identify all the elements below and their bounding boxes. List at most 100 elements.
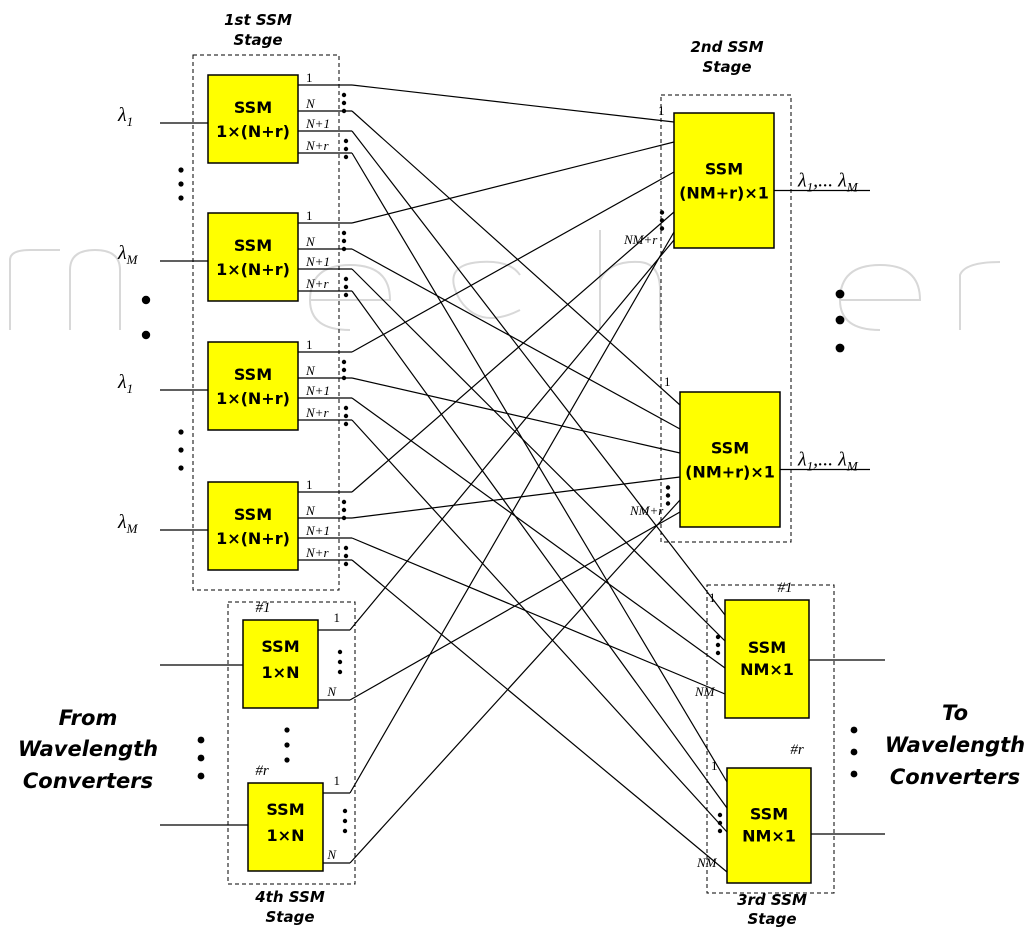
input-lambda-sub: M bbox=[126, 521, 139, 536]
dot bbox=[284, 742, 290, 748]
stage1-module-1 bbox=[207, 74, 299, 164]
stage3-module-tag: #r bbox=[790, 742, 804, 758]
port-ellipsis-dot bbox=[342, 828, 348, 834]
dot bbox=[178, 167, 184, 173]
stage1-module-size: 1×(N+r) bbox=[216, 529, 290, 548]
port-ellipsis-dot bbox=[337, 649, 343, 655]
stage3-module-2 bbox=[726, 767, 812, 884]
stage4-title: 4th SSM bbox=[254, 888, 325, 906]
wire bbox=[349, 511, 681, 701]
wire bbox=[351, 476, 681, 519]
stage3-port-label: NM bbox=[696, 855, 718, 870]
wire bbox=[351, 397, 726, 669]
output-lambda-sub: 1 bbox=[807, 459, 814, 474]
stage4-module-label: SSM bbox=[261, 637, 299, 656]
stage4-module-size: 1×N bbox=[262, 663, 300, 682]
dot bbox=[197, 754, 205, 762]
watermark-stroke bbox=[452, 260, 521, 319]
watermark-stroke bbox=[838, 263, 922, 331]
dot bbox=[178, 181, 184, 187]
port-ellipsis-dot bbox=[717, 820, 723, 826]
stage1-module-label: SSM bbox=[234, 98, 272, 117]
port-ellipsis-dot bbox=[665, 485, 671, 490]
port-ellipsis-dot bbox=[343, 154, 349, 160]
watermark bbox=[9, 230, 1001, 331]
watermark-stroke bbox=[959, 261, 1001, 330]
port-ellipsis-dot bbox=[343, 146, 349, 152]
output-lambda: λ bbox=[837, 170, 847, 192]
input-lambda-sub: M bbox=[126, 252, 139, 267]
port-ellipsis-dot bbox=[341, 238, 347, 244]
stage4-port-label: N bbox=[326, 684, 337, 699]
stage-boundaries bbox=[192, 54, 835, 894]
stage2-port-label: NM+r bbox=[629, 503, 664, 518]
port-ellipsis-dot bbox=[341, 92, 347, 98]
wire bbox=[351, 211, 675, 493]
port-ellipsis-dot bbox=[343, 284, 349, 290]
dot bbox=[284, 757, 290, 763]
wire bbox=[351, 290, 728, 809]
port-ellipsis-dot bbox=[659, 210, 665, 215]
dot bbox=[141, 330, 151, 340]
stage1-module-label: SSM bbox=[234, 365, 272, 384]
input-lambda-sub: 1 bbox=[127, 381, 134, 396]
stage1-module-size: 1×(N+r) bbox=[216, 260, 290, 279]
port-ellipsis-dot bbox=[717, 812, 723, 818]
output-lambda-sub: M bbox=[846, 180, 859, 195]
wire bbox=[349, 231, 675, 794]
wire bbox=[351, 130, 726, 616]
stage1-module-label: SSM bbox=[234, 236, 272, 255]
port-ellipsis-dot bbox=[341, 359, 347, 365]
port-ellipsis-dot bbox=[343, 553, 349, 559]
stage2-output-label: λ1,... λM bbox=[797, 449, 859, 474]
stage4-port-label: 1 bbox=[334, 773, 341, 788]
stage3-title: Stage bbox=[747, 910, 796, 928]
stage1-port-label: N+1 bbox=[305, 116, 330, 131]
wire bbox=[351, 141, 675, 224]
stage3-port-label: 1 bbox=[711, 758, 718, 773]
stage4-module-tag: #1 bbox=[256, 600, 271, 616]
dot bbox=[141, 295, 151, 305]
dot bbox=[850, 748, 858, 756]
port-ellipsis-dot bbox=[343, 545, 349, 551]
stage2-output-label: λ1,... λM bbox=[797, 170, 859, 195]
wire bbox=[351, 84, 675, 123]
port-ellipsis-dot bbox=[342, 808, 348, 814]
wire bbox=[351, 152, 728, 783]
stage3-port-label: NM bbox=[694, 684, 716, 699]
stage1-port-label: 1 bbox=[306, 70, 313, 85]
stage1-module-4 bbox=[207, 481, 299, 571]
stage1-title: Stage bbox=[233, 31, 282, 49]
wire bbox=[351, 537, 726, 695]
stage3-boundary bbox=[706, 584, 835, 894]
stage1-port-label: N bbox=[305, 363, 316, 378]
output-lambda-sub: M bbox=[846, 459, 859, 474]
port-ellipsis-dot bbox=[659, 218, 665, 223]
stage4-module-2 bbox=[247, 782, 324, 872]
stage4-port-label: 1 bbox=[334, 610, 341, 625]
stage2-title: 2nd SSM bbox=[690, 38, 763, 56]
port-ellipsis-dot bbox=[341, 367, 347, 373]
stage3-title: 3rd SSM bbox=[737, 891, 807, 909]
port-ellipsis-dot bbox=[341, 230, 347, 236]
ellipsis-dots bbox=[141, 92, 858, 834]
stage1-port-label: N+1 bbox=[305, 254, 330, 269]
stage1-port-label: N+r bbox=[305, 405, 329, 420]
stage1-title: 1st SSM bbox=[224, 11, 292, 29]
port-ellipsis-dot bbox=[343, 421, 349, 427]
watermark-stroke bbox=[69, 248, 121, 330]
stage2-boundary bbox=[660, 94, 792, 543]
stage3-module-label: SSM bbox=[750, 805, 788, 824]
port-ellipsis-dot bbox=[343, 413, 349, 419]
stage3-port-label: 1 bbox=[709, 590, 716, 605]
port-ellipsis-dot bbox=[341, 108, 347, 114]
port-ellipsis-dot bbox=[343, 405, 349, 411]
output-sep: ,... bbox=[813, 449, 838, 471]
wire bbox=[351, 268, 726, 642]
stage1-port-label: N+r bbox=[305, 545, 329, 560]
stage1-module-2 bbox=[207, 212, 299, 302]
port-ellipsis-dot bbox=[715, 650, 721, 656]
stage2-module-1 bbox=[673, 112, 775, 249]
stage1-input-label: λM bbox=[117, 242, 139, 267]
